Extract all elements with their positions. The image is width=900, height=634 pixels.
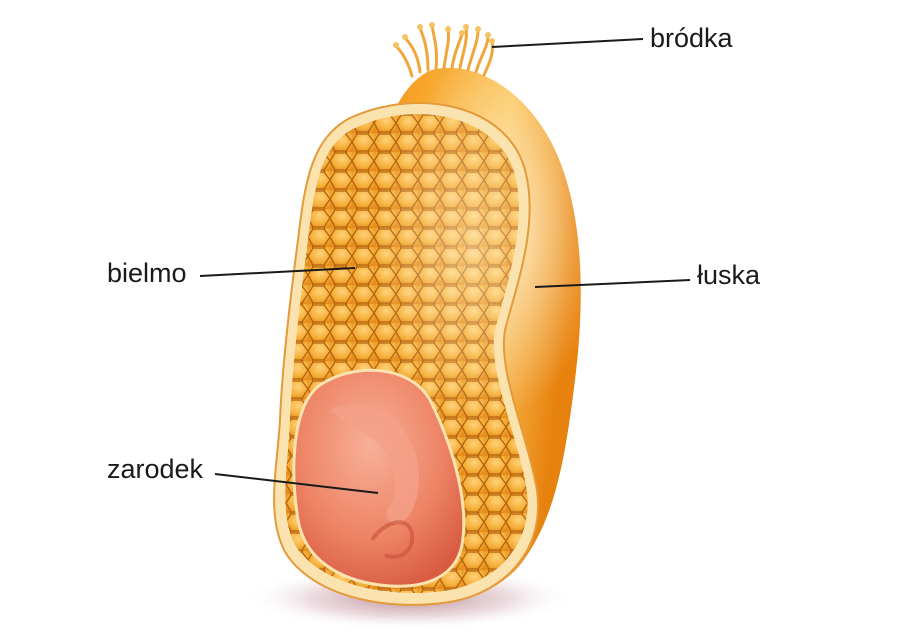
brush-hairs [394, 24, 494, 78]
brush-tips [393, 22, 495, 48]
leader-line-zarodek [214, 473, 379, 494]
embryo-fold [330, 404, 420, 525]
label-zarodek: zarodek [107, 454, 204, 484]
leader-line-luska [534, 279, 691, 288]
leader-line-bielmo [199, 267, 356, 277]
label-luska: łuska [697, 260, 761, 290]
leader-line-brodka [491, 38, 644, 48]
label-brodka: bródka [650, 23, 733, 53]
embryo-curl [370, 520, 415, 559]
embryo [292, 368, 466, 588]
label-bielmo: bielmo [107, 258, 187, 288]
leader-lines [199, 38, 691, 494]
